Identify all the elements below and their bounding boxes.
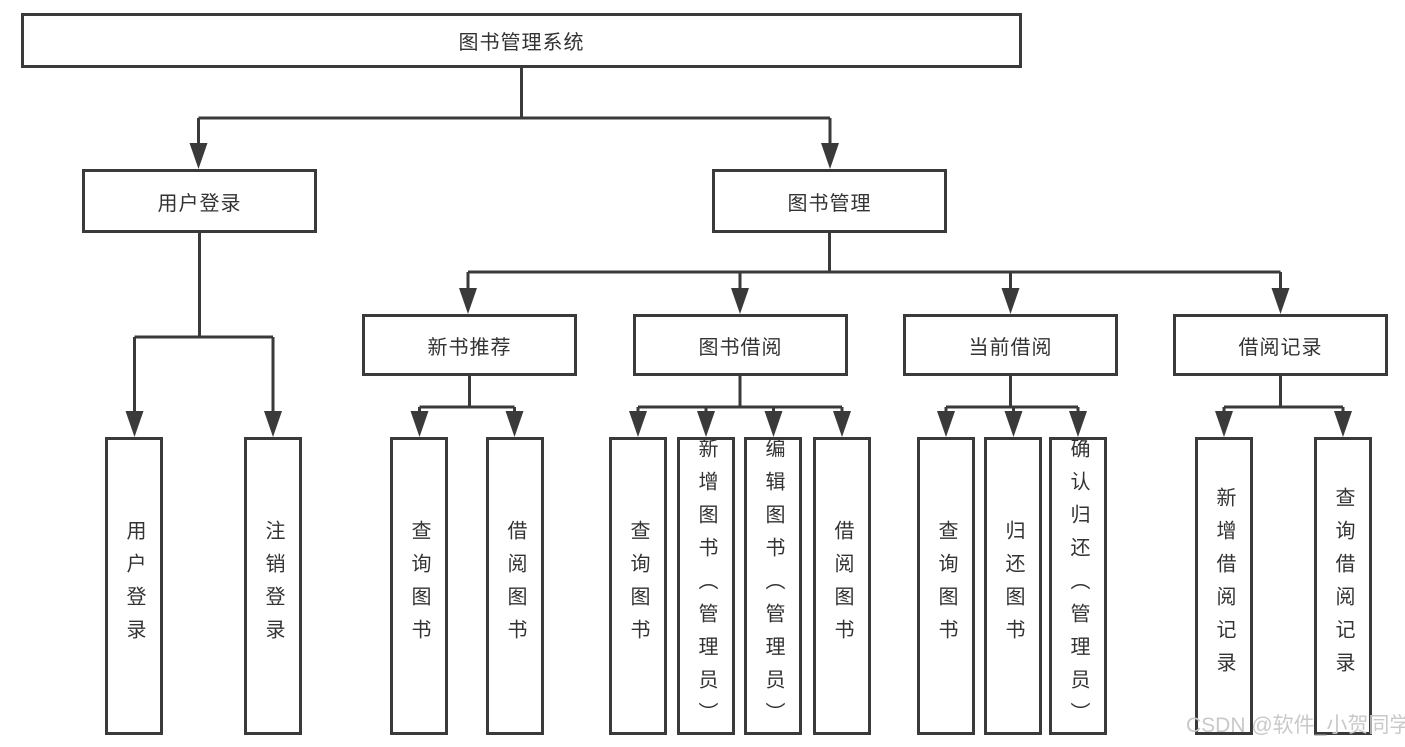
node-user-login-label: 用户登录 (157, 192, 242, 215)
node-bb-edit-book-admin: 编辑图书（管理员） (744, 437, 802, 735)
node-bb-borrow-books: 借阅图书 (813, 437, 871, 735)
node-new-book-recommend-label: 新书推荐 (427, 336, 512, 359)
node-cb-query-books: 查询图书 (917, 437, 975, 735)
node-cb-query-books-label: 查询图书 (935, 520, 957, 652)
node-bb-edit-book-admin-label: 编辑图书（管理员） (762, 437, 784, 735)
node-login-label: 用户登录 (123, 520, 145, 652)
node-bb-borrow-books-label: 借阅图书 (831, 520, 853, 652)
node-nbr-query-books-label: 查询图书 (408, 520, 430, 652)
node-user-login: 用户登录 (82, 169, 317, 233)
node-bb-query-books-label: 查询图书 (627, 520, 649, 652)
csdn-watermark: CSDN @软件_小贺同学 (1186, 714, 1405, 737)
node-br-query-record-label: 查询借阅记录 (1332, 487, 1354, 685)
node-book-management: 图书管理 (712, 169, 947, 233)
node-current-borrow-label: 当前借阅 (968, 336, 1053, 359)
node-cb-return-books-label: 归还图书 (1002, 520, 1024, 652)
node-book-borrow: 图书借阅 (633, 314, 848, 376)
node-cb-confirm-return-admin: 确认归还（管理员） (1049, 437, 1107, 735)
node-bb-add-book-admin: 新增图书（管理员） (677, 437, 735, 735)
node-br-add-record-label: 新增借阅记录 (1213, 487, 1235, 685)
node-login: 用户登录 (105, 437, 163, 735)
node-root-label: 图书管理系统 (458, 32, 585, 54)
node-current-borrow: 当前借阅 (903, 314, 1118, 376)
node-logout: 注销登录 (244, 437, 302, 735)
node-book-borrow-label: 图书借阅 (698, 336, 783, 359)
node-bb-query-books: 查询图书 (609, 437, 667, 735)
node-new-book-recommend: 新书推荐 (362, 314, 577, 376)
node-cb-confirm-return-admin-label: 确认归还（管理员） (1067, 437, 1089, 735)
node-nbr-borrow-books-label: 借阅图书 (504, 520, 526, 652)
node-borrow-records-label: 借阅记录 (1238, 336, 1323, 359)
node-bb-add-book-admin-label: 新增图书（管理员） (695, 437, 717, 735)
node-nbr-borrow-books: 借阅图书 (486, 437, 544, 735)
node-br-add-record: 新增借阅记录 (1195, 437, 1253, 735)
node-borrow-records: 借阅记录 (1173, 314, 1388, 376)
node-logout-label: 注销登录 (262, 520, 284, 652)
node-br-query-record: 查询借阅记录 (1314, 437, 1372, 735)
node-nbr-query-books: 查询图书 (390, 437, 448, 735)
node-root: 图书管理系统 (21, 13, 1022, 68)
node-book-management-label: 图书管理 (787, 192, 872, 215)
node-cb-return-books: 归还图书 (984, 437, 1042, 735)
